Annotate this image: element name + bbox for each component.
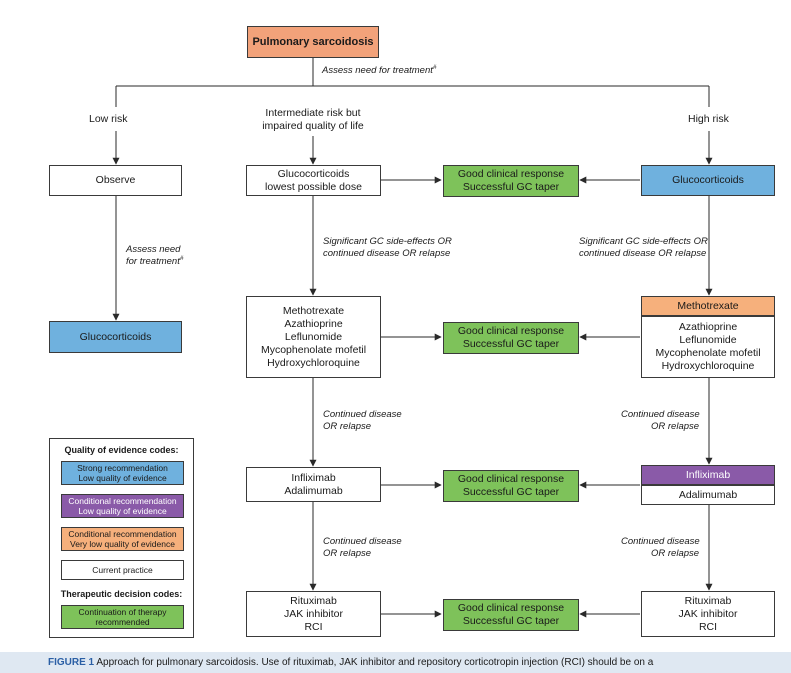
low-assess-note: Assess need for treatment# (126, 244, 184, 267)
observe-box: Observe (49, 165, 182, 196)
high-note-2: Continued disease OR relapse (621, 409, 700, 432)
legend-strong: Strong recommendation Low quality of evi… (61, 461, 184, 485)
figure-caption: FIGURE 1 Approach for pulmonary sarcoido… (48, 657, 653, 669)
low-glucocorticoids-box: Glucocorticoids (49, 321, 182, 353)
mid-second-line-box: Methotrexate Azathioprine Leflunomide My… (246, 296, 381, 378)
response-box-row3: Good clinical response Successful GC tap… (443, 470, 579, 502)
high-methotrexate-box: Methotrexate (641, 296, 775, 316)
legend-continuation: Continuation of therapy recommended (61, 605, 184, 629)
legend-conditional-very-low: Conditional recommendation Very low qual… (61, 527, 184, 551)
high-adalimumab-box: Adalimumab (641, 485, 775, 505)
response-box-row4: Good clinical response Successful GC tap… (443, 599, 579, 631)
mid-note-2: Continued disease OR relapse (323, 409, 402, 432)
response-box-row2: Good clinical response Successful GC tap… (443, 322, 579, 354)
figure-label: FIGURE 1 (48, 657, 95, 668)
high-note-3: Continued disease OR relapse (621, 536, 700, 559)
high-second-line-rest-box: Azathioprine Leflunomide Mycophenolate m… (641, 316, 775, 378)
mid-glucocorticoids-box: Glucocorticoids lowest possible dose (246, 165, 381, 196)
intermediate-risk-label: Intermediate risk but impaired quality o… (262, 107, 364, 132)
low-risk-label: Low risk (89, 113, 128, 125)
mid-note-3: Continued disease OR relapse (323, 536, 402, 559)
mid-note-1: Significant GC side-effects OR continued… (323, 236, 452, 259)
high-note-1: Significant GC side-effects OR continued… (579, 236, 708, 259)
title-text: Pulmonary sarcoidosis (252, 35, 374, 48)
legend-title-decision: Therapeutic decision codes: (60, 589, 183, 599)
high-infliximab-box: Infliximab (641, 465, 775, 485)
legend-title-evidence: Quality of evidence codes: (64, 445, 179, 455)
response-box-row1: Good clinical response Successful GC tap… (443, 165, 579, 197)
high-risk-label: High risk (688, 113, 729, 125)
mid-fourth-line-box: Rituximab JAK inhibitor RCI (246, 591, 381, 637)
mid-third-line-box: Infliximab Adalimumab (246, 467, 381, 502)
high-fourth-line-box: Rituximab JAK inhibitor RCI (641, 591, 775, 637)
legend: Quality of evidence codes: Strong recomm… (49, 438, 194, 638)
caption-band (0, 652, 791, 673)
title-box: Pulmonary sarcoidosis (247, 26, 379, 58)
legend-current-practice: Current practice (61, 560, 184, 580)
high-glucocorticoids-box: Glucocorticoids (641, 165, 775, 196)
caption-text: Approach for pulmonary sarcoidosis. Use … (96, 657, 654, 668)
legend-conditional-low: Conditional recommendation Low quality o… (61, 494, 184, 518)
assess-need-label: Assess need for treatment# (322, 63, 437, 76)
